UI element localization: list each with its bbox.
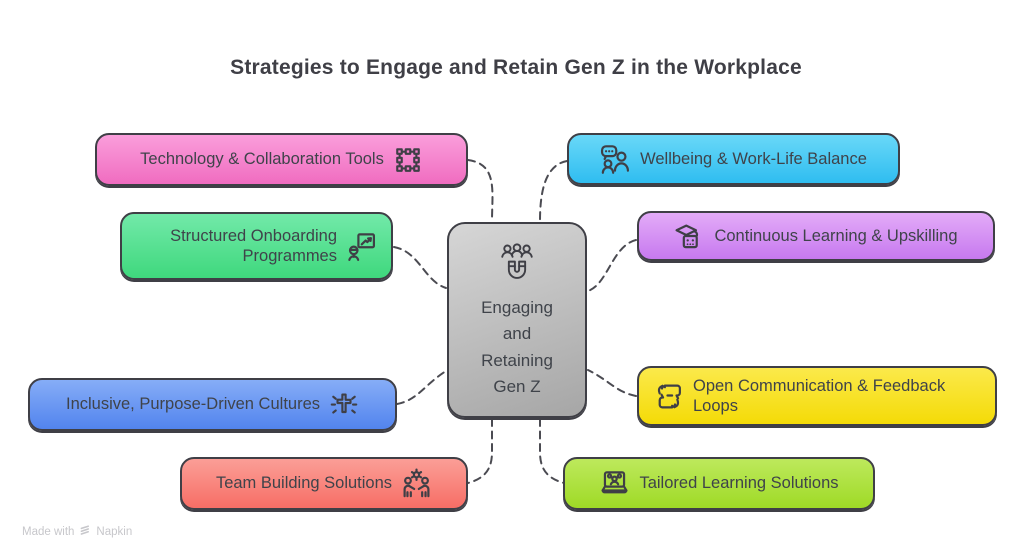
node-label: Team Building Solutions [215,474,393,493]
node-label: Inclusive, Purpose-Driven Cultures [65,395,321,414]
people-gear-icon [401,468,432,499]
chat-loop-icon [653,381,684,412]
frame-handles-icon [393,145,423,175]
node-team-building-solutions[interactable]: Team Building Solutions [180,457,468,510]
connector-technology [467,159,494,222]
node-tailored-learning-solutions[interactable]: Tailored Learning Solutions [563,457,875,510]
node-continuous-learning-upskilling[interactable]: Continuous Learning & Upskilling [637,211,995,261]
node-label: Wellbeing & Work-Life Balance [640,149,867,168]
node-label: Technology & Collaboration Tools [140,150,384,169]
watermark-brand: Napkin [96,525,133,538]
center-label-line: Engaging [481,298,553,318]
shining-cross-icon [329,390,359,420]
node-label: Continuous Learning & Upskilling [714,226,958,245]
node-engaging-retaining-gen-z[interactable]: Engaging and Retaining Gen Z [447,222,587,418]
presentation-growth-icon [346,231,377,262]
node-label: Tailored Learning Solutions [639,474,839,493]
watermark-prefix: Made with [22,525,75,538]
node-wellbeing-work-life-balance[interactable]: Wellbeing & Work-Life Balance [567,133,900,185]
node-inclusive-purpose-driven-cultures[interactable]: Inclusive, Purpose-Driven Cultures [28,378,397,431]
connector-inclusive [396,370,447,405]
connector-wellbeing [539,160,568,222]
node-label: Open Communication & Feedback Loops [693,376,946,415]
page-title: Strategies to Engage and Retain Gen Z in… [230,56,802,79]
center-label-line: Gen Z [493,376,541,396]
node-technology-collaboration-tools[interactable]: Technology & Collaboration Tools [95,133,468,186]
connector-learning [587,239,637,292]
laptop-network-icon [599,468,630,499]
magnet-attracting-people-icon [494,241,540,294]
connector-onboarding [393,246,447,289]
center-label-line: and [502,324,532,344]
node-label: Structured Onboarding Programmes [170,226,337,265]
connector-feedback [587,369,637,397]
watermark: Made with Napkin [22,524,132,539]
node-open-communication-feedback-loops[interactable]: Open Communication & Feedback Loops [637,366,997,426]
center-label-line: Retaining [481,350,553,370]
napkin-logo-icon [79,524,91,539]
people-chat-icon [600,144,631,175]
connector-teambuilding [467,418,493,484]
graduation-robot-icon [674,221,705,252]
node-structured-onboarding-programmes[interactable]: Structured Onboarding Programmes [120,212,393,280]
connector-tailored [539,418,565,484]
